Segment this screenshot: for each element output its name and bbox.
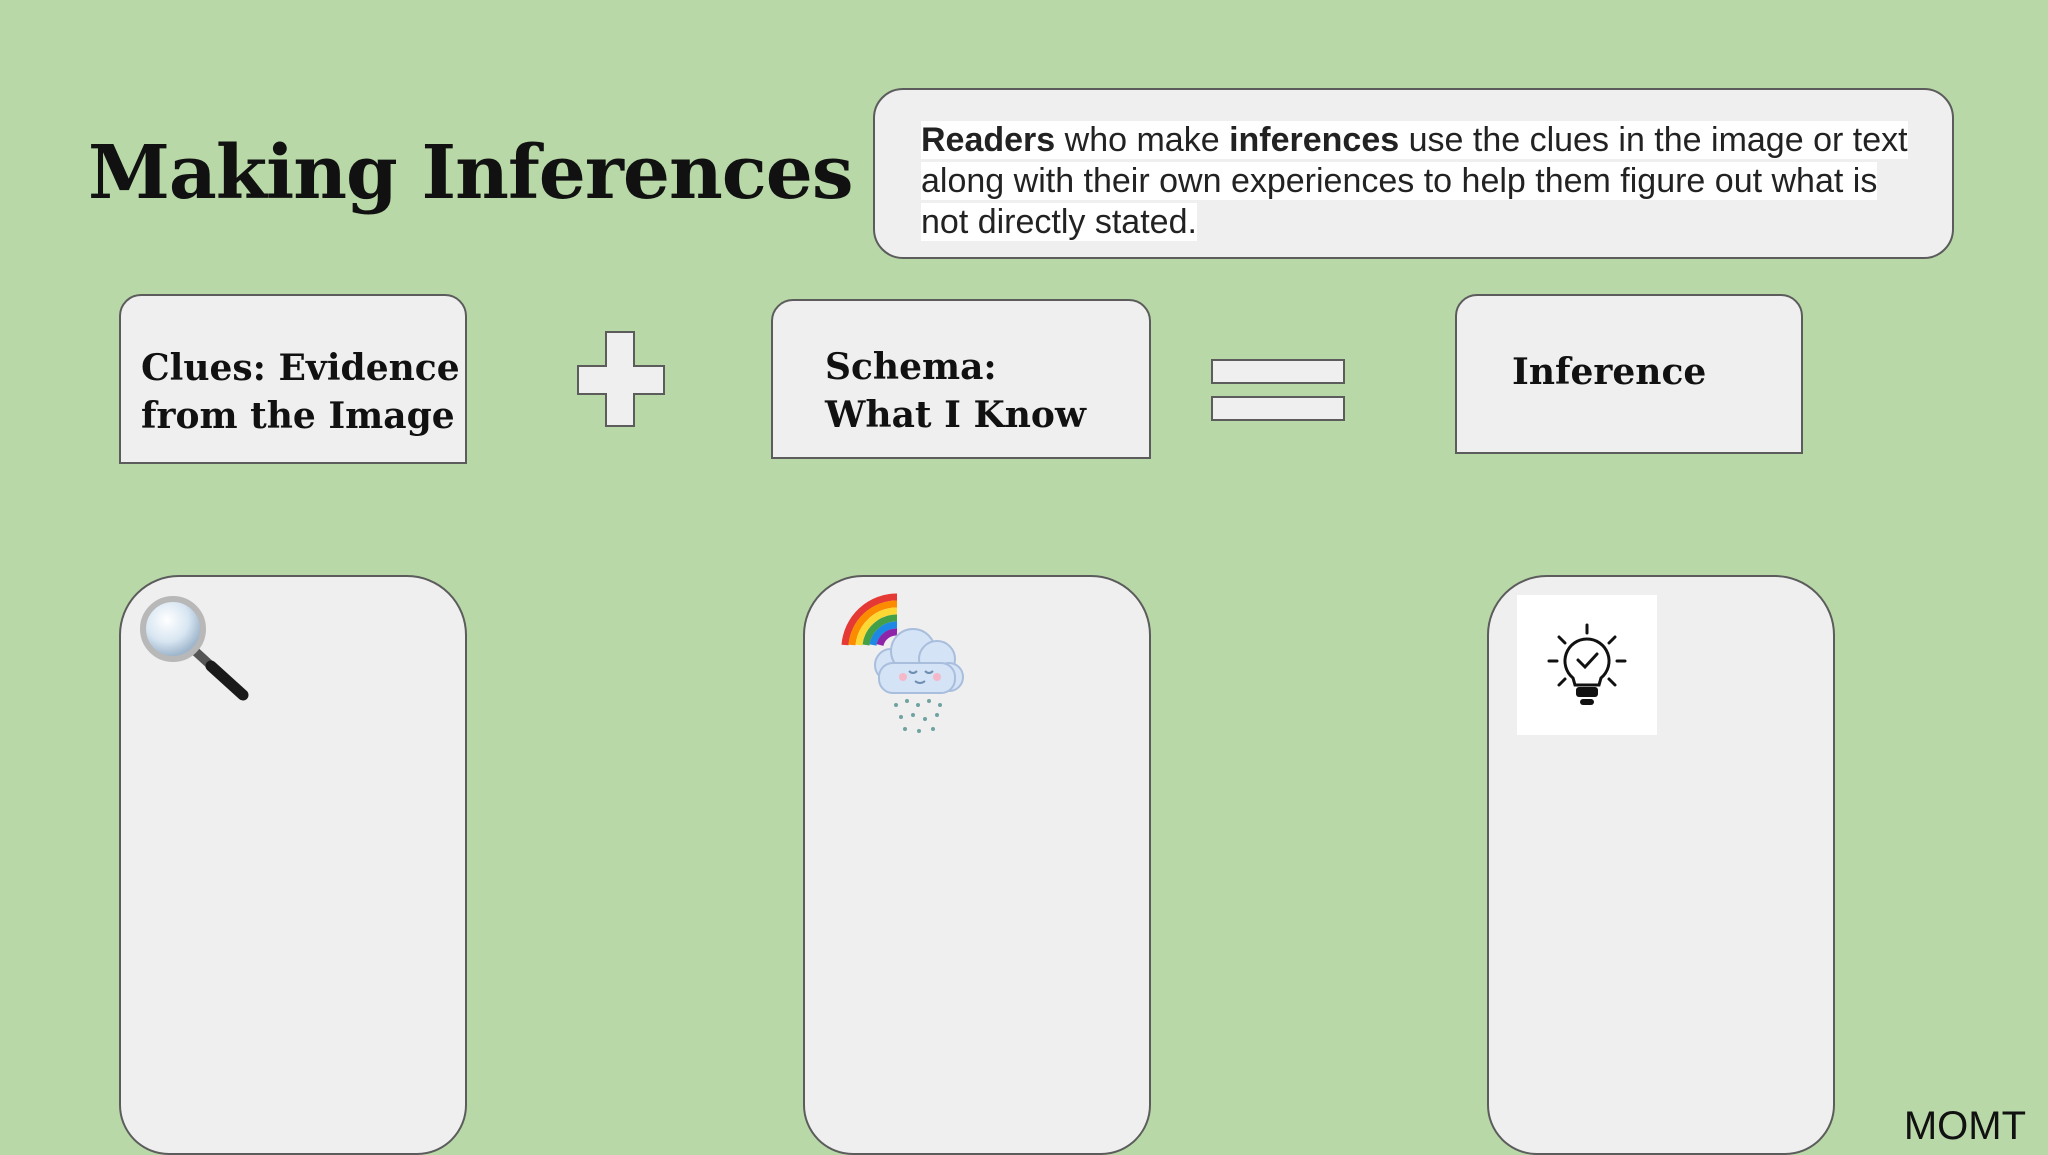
definition-bold-readers: Readers: [921, 121, 1056, 159]
lightbulb-check-icon: [1547, 623, 1627, 705]
definition-bold-inferences: inferences: [1229, 121, 1400, 159]
magnifying-glass-icon: [140, 596, 249, 701]
clues-panel[interactable]: [119, 575, 467, 1155]
page-title: Making Inferences: [88, 130, 854, 216]
clues-label-line2: from the Image: [141, 395, 455, 437]
inference-label: Inference: [1512, 351, 1707, 393]
clues-label-box: Clues: Evidence from the Image: [119, 294, 467, 464]
clues-label-line1: Clues: Evidence: [141, 347, 460, 389]
inference-panel[interactable]: [1487, 575, 1835, 1155]
definition-text: Readers who make inferences use the clue…: [921, 120, 1921, 243]
schema-label-line2: What I Know: [825, 394, 1086, 436]
lightbulb-icon-frame: [1517, 595, 1657, 735]
schema-label-line1: Schema:: [825, 346, 997, 388]
inference-label-box: Inference: [1455, 294, 1803, 454]
schema-panel[interactable]: [803, 575, 1151, 1155]
plus-sign: [577, 331, 665, 427]
definition-box: Readers who make inferences use the clue…: [873, 88, 1954, 259]
schema-label-box: Schema: What I Know: [771, 299, 1151, 459]
footer-label: MOMT: [1903, 1104, 2026, 1148]
equals-sign: [1211, 359, 1345, 421]
definition-text-part1: who make: [1055, 121, 1230, 159]
rainbow-cloud-icon: [841, 593, 964, 733]
